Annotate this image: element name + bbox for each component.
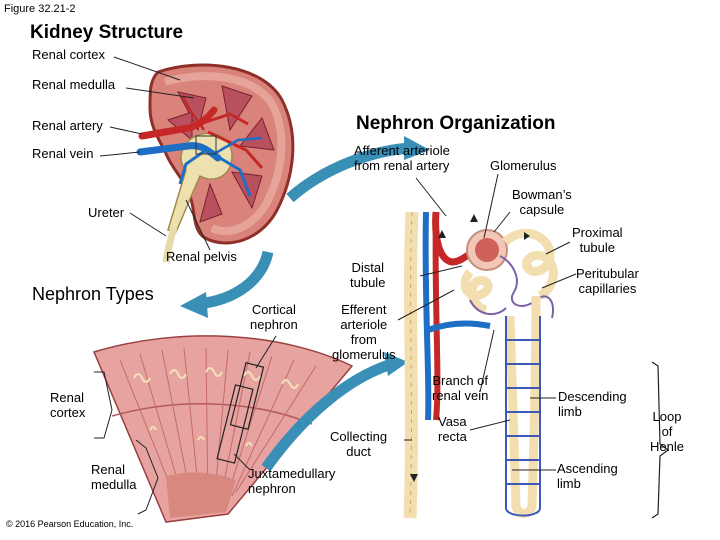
label-proximal-tubule: Proximal tubule xyxy=(572,225,623,255)
renal-papilla xyxy=(166,472,236,518)
label-cortical-nephron: Cortical nephron xyxy=(250,302,298,332)
label-renal-pelvis: Renal pelvis xyxy=(166,249,237,264)
label-renal-cortex: Renal cortex xyxy=(32,47,105,62)
label-distal-tubule: Distal tubule xyxy=(350,260,386,290)
label-afferent-arteriole: Afferent arteriole from renal artery xyxy=(354,143,450,173)
kidney-cortex-band xyxy=(163,72,286,235)
proximal-tubule-shape xyxy=(501,228,558,301)
label-types-renal-cortex: Renal cortex xyxy=(50,390,86,420)
vein-branch xyxy=(213,136,263,156)
title-kidney-structure: Kidney Structure xyxy=(30,22,184,43)
cortical-nephron-box xyxy=(229,362,265,430)
juxtamedullary-nephron-box xyxy=(216,384,254,464)
vein-vertical xyxy=(422,211,432,421)
artery-branch xyxy=(180,95,206,131)
curved-arrow-right xyxy=(286,142,413,203)
medullary-pyramid xyxy=(239,116,275,151)
label-glomerulus: Glomerulus xyxy=(490,158,557,173)
curved-arrow-left-head xyxy=(180,292,208,318)
label-collecting-duct: Collecting duct xyxy=(330,429,388,459)
flow-arrows xyxy=(410,214,530,482)
artery-branch xyxy=(199,112,249,126)
zoom-box xyxy=(195,135,217,155)
tubule-marks xyxy=(133,367,299,447)
label-types-renal-medulla: Renal medulla xyxy=(91,462,137,492)
medulla-bracket xyxy=(135,439,159,515)
nephron-illustration xyxy=(403,211,669,519)
vasa-recta-network xyxy=(505,316,541,517)
cortex-medulla-boundary xyxy=(111,403,313,425)
glomerulus-shape xyxy=(475,238,499,262)
medullary-pyramid xyxy=(221,85,253,132)
label-peritubular-capillaries: Peritubular capillaries xyxy=(576,266,639,296)
loop-of-henle-shape xyxy=(505,295,541,518)
figure-number: Figure 32.21-2 xyxy=(4,3,76,15)
copyright-notice: © 2016 Pearson Education, Inc. xyxy=(6,519,134,529)
label-efferent-arteriole: Efferent arteriole from glomerulus xyxy=(332,302,396,362)
loop-of-henle-bracket xyxy=(651,361,669,519)
vein-branch xyxy=(209,150,252,197)
label-branch-of-renal-vein: Branch of renal vein xyxy=(432,373,489,403)
label-ascending-limb: Ascending limb xyxy=(557,461,618,491)
cortex-bracket xyxy=(94,371,113,439)
label-juxtamedullary-nephron: Juxtamedullary nephron xyxy=(248,466,336,496)
nephron-types-illustration xyxy=(92,335,354,523)
title-nephron-organization: Nephron Organization xyxy=(356,113,556,134)
leader-lines xyxy=(99,56,577,471)
label-renal-medulla: Renal medulla xyxy=(32,77,116,92)
label-vasa-recta: Vasa recta xyxy=(438,414,467,444)
label-renal-artery: Renal artery xyxy=(32,118,103,133)
peritubular-capillary-network xyxy=(469,255,554,319)
curved-arrow-bottom-head xyxy=(384,352,408,376)
leader-cortical-nephron xyxy=(255,335,277,369)
medullary-pyramid xyxy=(199,182,223,223)
collecting-duct-edge xyxy=(409,211,413,519)
label-bowmans-capsule: Bowman’s capsule xyxy=(512,187,572,217)
leader-juxtamedullary-nephron xyxy=(233,453,251,471)
kidney-illustration xyxy=(136,63,295,263)
label-ureter: Ureter xyxy=(88,205,125,220)
curved-arrow-bottom xyxy=(261,358,394,472)
curved-arrow-right-head xyxy=(404,136,430,160)
renal-vein-branch xyxy=(426,320,491,333)
title-nephron-types: Nephron Types xyxy=(32,284,154,304)
ureter-tube xyxy=(162,226,178,263)
label-loop-of-henle: Loop of Henle xyxy=(650,409,684,454)
label-renal-vein: Renal vein xyxy=(32,146,94,161)
kidney-section-wedge xyxy=(92,335,354,523)
distal-tubule-shape xyxy=(460,269,493,315)
artery-branch xyxy=(207,130,264,169)
artery-vertical xyxy=(432,211,441,421)
vein-branch xyxy=(178,148,207,185)
label-descending-limb: Descending limb xyxy=(558,389,627,419)
curved-arrow-left xyxy=(197,250,274,310)
